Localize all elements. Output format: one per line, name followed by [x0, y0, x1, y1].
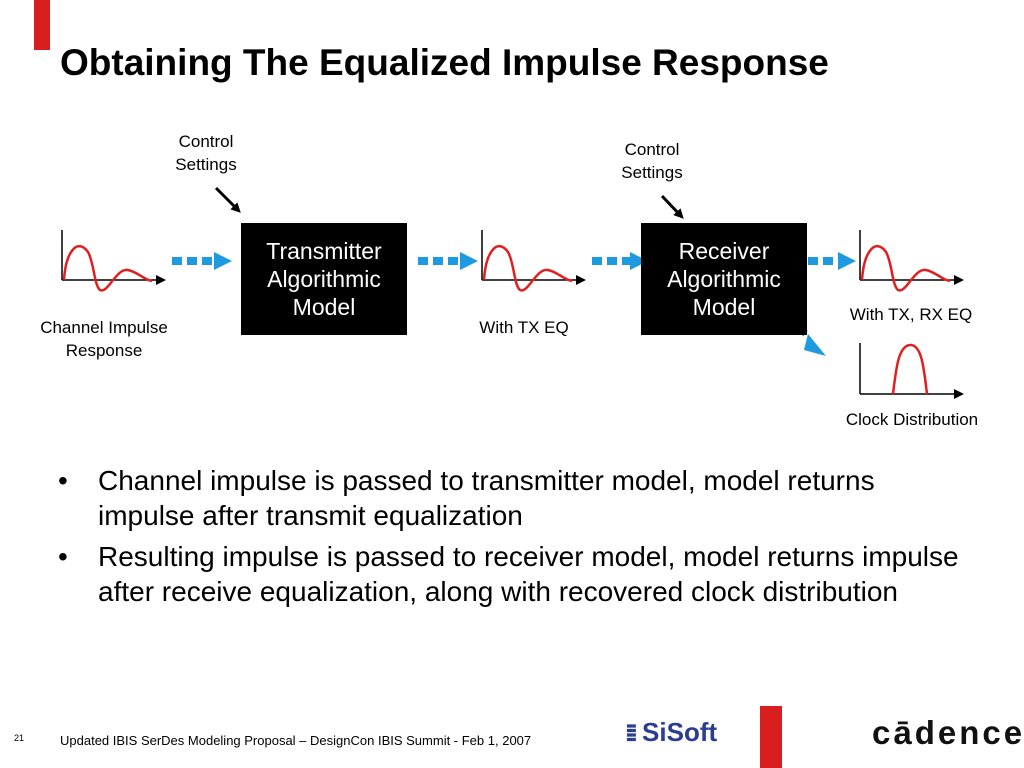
- control-settings-label-tx: Control Settings: [175, 132, 237, 174]
- transmitter-model-block: Transmitter Algorithmic Model: [241, 223, 407, 335]
- clock-distribution-label: Clock Distribution: [845, 410, 979, 429]
- bullet-dot-icon: •: [58, 465, 68, 496]
- control-settings-label-rx: Control Settings: [621, 140, 683, 182]
- flow-arrow-1: [172, 252, 232, 270]
- bullet-item: • Resulting impulse is passed to receive…: [58, 541, 959, 607]
- impulse-response-diagram: [61, 186, 964, 399]
- flow-arrow-4: [808, 252, 856, 270]
- cadence-logo: cādence™: [872, 714, 1024, 751]
- slide-title: Obtaining The Equalized Impulse Response: [60, 42, 829, 83]
- channel-impulse-label: Channel Impulse Response: [40, 318, 168, 360]
- sisoft-logo: ⦙⦙⦙ SiSoft: [626, 717, 718, 747]
- sisoft-mark-icon: ⦙⦙⦙: [626, 721, 637, 746]
- tx-eq-label: With TX EQ: [479, 318, 569, 337]
- top-red-accent-bar: [34, 0, 50, 50]
- flow-arrow-3: [592, 252, 648, 270]
- channel-impulse-waveform: [61, 230, 166, 292]
- bullet-list: • Channel impulse is passed to transmitt…: [58, 463, 978, 615]
- tx-eq-waveform: [481, 230, 586, 292]
- tx-rx-eq-waveform: [859, 230, 964, 292]
- control-arrow-tx: [214, 186, 241, 213]
- control-arrow-rx: [660, 194, 684, 219]
- bullet-dot-icon: •: [58, 541, 68, 572]
- clock-distribution-waveform: [859, 343, 964, 399]
- footer-text: Updated IBIS SerDes Modeling Proposal – …: [60, 733, 532, 748]
- flow-arrow-2: [418, 252, 478, 270]
- tx-rx-eq-label: With TX, RX EQ: [849, 305, 973, 324]
- bottom-red-accent-bar: [760, 706, 782, 768]
- bullet-item: • Channel impulse is passed to transmitt…: [58, 465, 875, 531]
- page-number: 21: [14, 733, 25, 743]
- receiver-model-block: Receiver Algorithmic Model: [641, 223, 807, 335]
